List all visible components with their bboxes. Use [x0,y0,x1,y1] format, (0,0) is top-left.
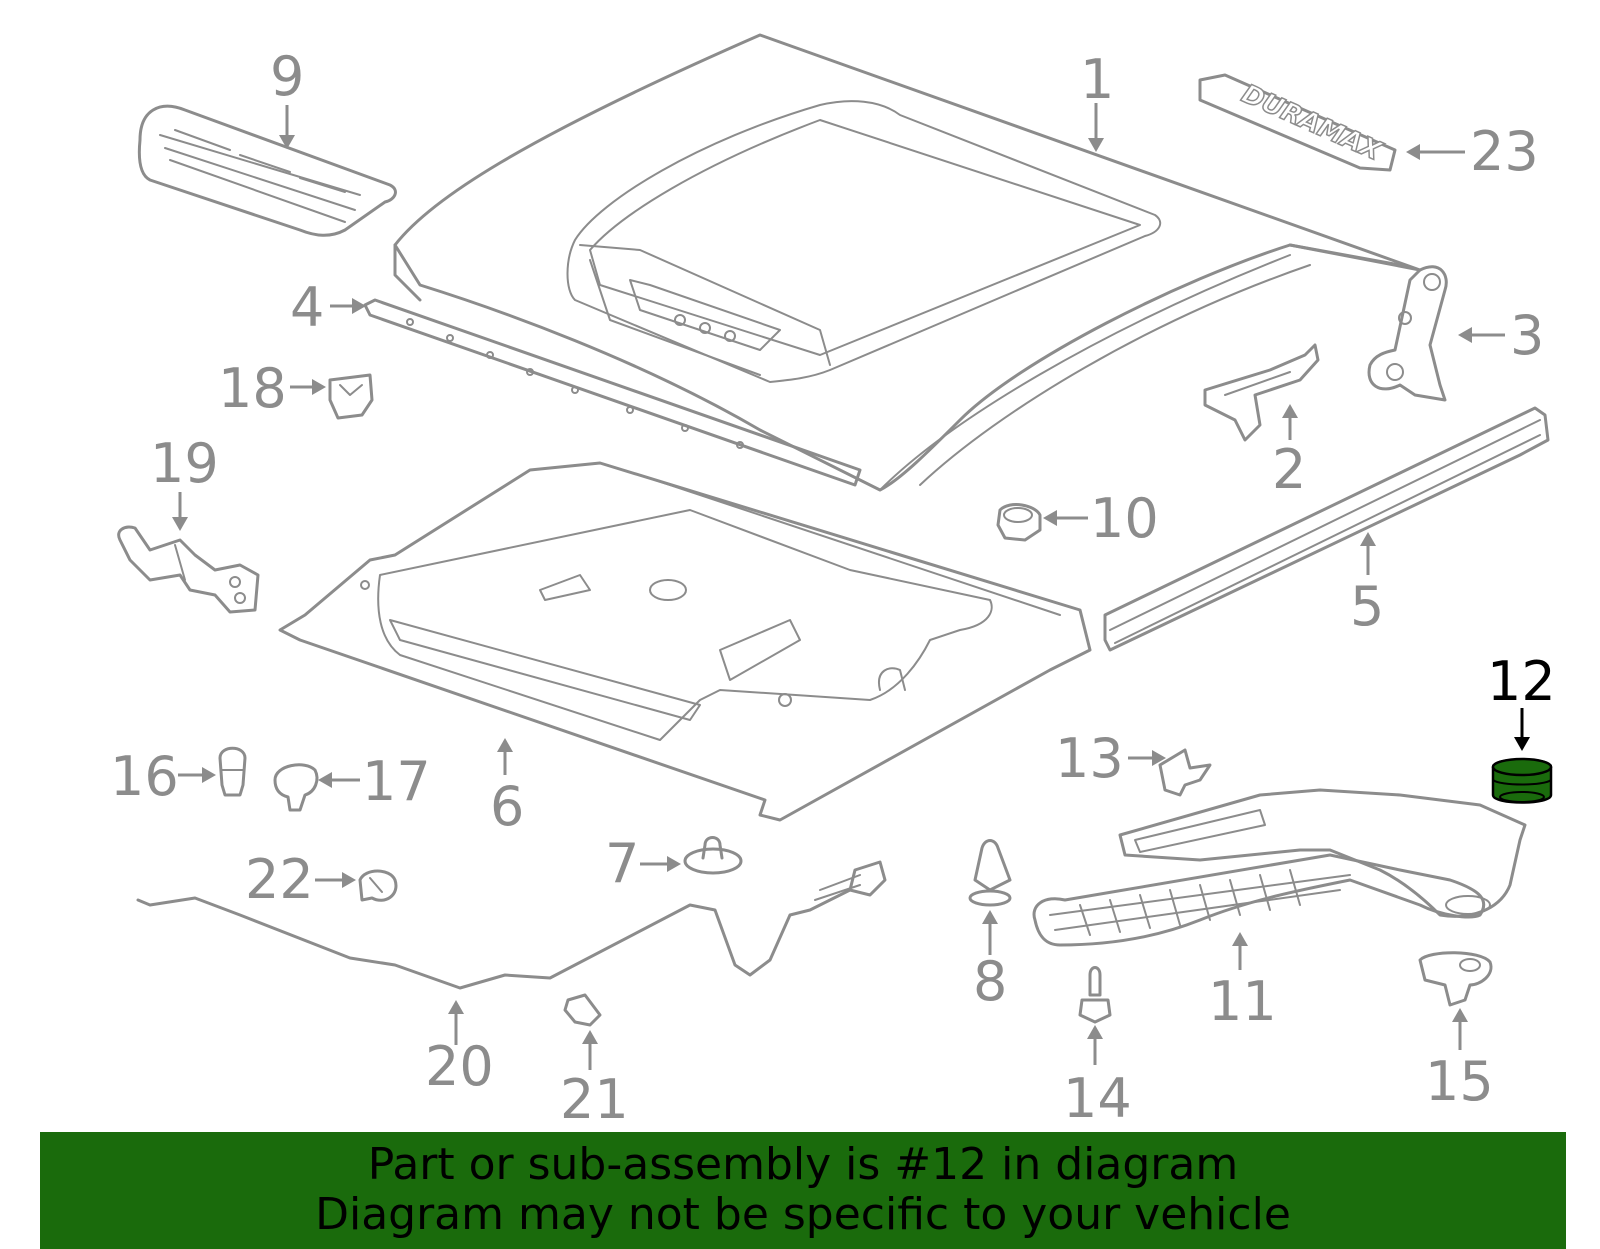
emblem-text: DURAMAX [1237,79,1387,168]
part-10-grommet [996,503,1042,542]
callout-15: 15 [1425,1050,1494,1113]
callout-18: 18 [218,357,287,420]
callout-17: 17 [362,750,431,813]
callout-numbers: 1 2 3 4 5 6 7 8 9 10 11 12 13 14 15 16 1… [110,45,1556,1131]
callout-14: 14 [1063,1067,1132,1130]
part-8-retainer [968,839,1012,907]
part-19-latch [117,525,260,614]
part-13-clip [1158,748,1212,797]
callout-16: 16 [110,745,179,808]
part-22-clip [358,869,398,902]
callout-21: 21 [560,1068,629,1131]
callout-19: 19 [150,432,219,495]
callout-11: 11 [1208,970,1277,1033]
callout-1: 1 [1080,48,1114,111]
leader-lines [172,103,1530,1070]
callout-12: 12 [1487,650,1556,713]
callout-8: 8 [973,950,1007,1013]
banner-line-1: Part or sub-assembly is #12 in diagram [367,1139,1239,1190]
part-15-clip [1418,951,1493,1007]
callout-9: 9 [270,45,304,108]
callout-2: 2 [1272,438,1306,501]
callout-13: 13 [1055,727,1124,790]
info-banner: Part or sub-assembly is #12 in diagram D… [40,1132,1566,1249]
part-9-vent [137,104,397,237]
callout-3: 3 [1510,304,1544,367]
callout-23: 23 [1470,120,1539,183]
part-12-highlighted [1491,757,1553,804]
part-7-clip [683,836,743,875]
callout-6: 6 [490,775,524,838]
part-4-seal [363,298,862,487]
part-1-hood [393,33,1422,492]
part-11-duct [1032,788,1527,947]
callout-5: 5 [1350,575,1384,638]
callout-20: 20 [425,1035,494,1098]
callout-10: 10 [1090,487,1159,550]
callout-7: 7 [605,832,639,895]
part-3-hinge [1367,265,1448,402]
part-14-bolt [1078,966,1112,1024]
banner-line-2: Diagram may not be specific to your vehi… [315,1189,1291,1240]
part-21-nut [563,993,602,1027]
part-17-bumper [273,763,319,812]
part-6-insulator [278,461,1092,822]
part-16-pin [218,746,247,797]
part-2-bracket [1203,343,1320,442]
callout-4: 4 [290,276,324,339]
callout-22: 22 [245,848,314,911]
part-18-clip [328,373,374,420]
part-5-weatherstrip [1103,406,1550,652]
part-20-cable [136,860,887,990]
part-23-emblem: DURAMAX [1198,73,1397,172]
